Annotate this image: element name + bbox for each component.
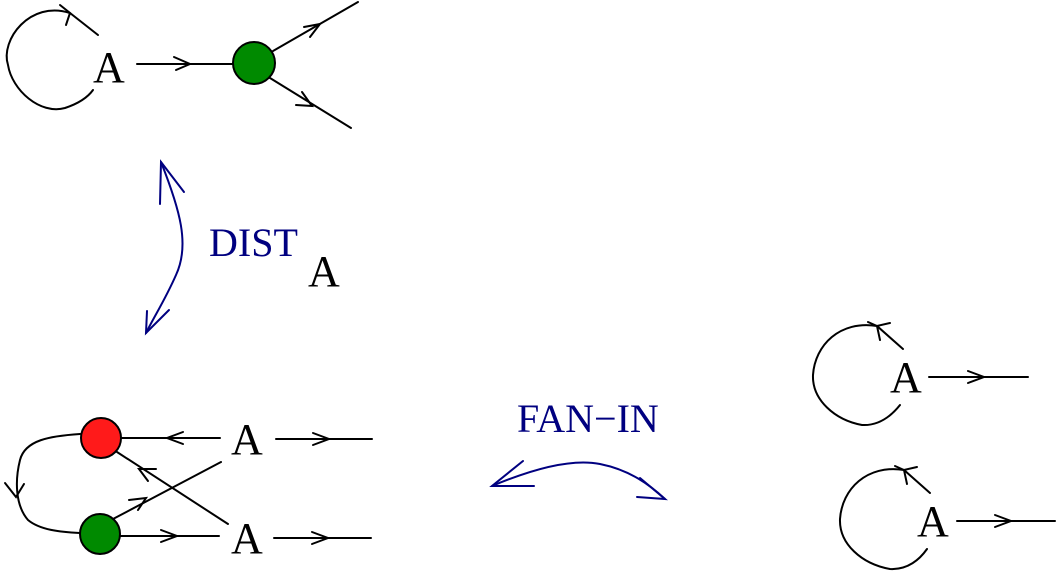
dist-subscript: A — [308, 247, 340, 296]
fanin-label: FAN−IN — [517, 396, 659, 441]
dist-operator: DIST A — [144, 159, 340, 336]
arrowhead-icon — [4, 482, 25, 499]
node-label-a-bottom: A — [231, 514, 263, 563]
edge-green-out-top — [272, 1, 359, 52]
arrowhead-icon — [128, 496, 149, 511]
node-label-a: A — [890, 353, 922, 402]
dist-double-arrow — [145, 161, 184, 334]
node-label-a: A — [917, 497, 949, 546]
arrowhead-icon — [137, 468, 157, 482]
arrowhead-icon — [303, 22, 323, 38]
arrowhead-icon — [994, 514, 1014, 528]
loop-red-to-green — [15, 433, 81, 534]
arrowhead-icon — [164, 431, 184, 445]
self-loop-edge — [5, 9, 99, 111]
node-label-a-top: A — [231, 415, 263, 464]
arrowhead-icon — [295, 91, 315, 108]
arrowhead-icon — [159, 159, 185, 205]
bottom-left-graph: A A — [4, 415, 373, 563]
arrowhead-icon — [967, 370, 987, 384]
arrowhead-icon — [160, 529, 180, 543]
arrowhead-icon — [489, 460, 535, 487]
fanin-double-arrow — [491, 461, 666, 500]
self-loop-edge — [838, 468, 931, 571]
arrowhead-icon — [144, 309, 170, 336]
arrowhead-icon — [636, 477, 669, 501]
arrowhead-icon — [59, 4, 72, 26]
self-loop-edge — [811, 324, 904, 427]
top-graph: A — [5, 1, 359, 129]
green-node — [232, 41, 276, 85]
red-node — [80, 417, 122, 459]
node-label-a: A — [93, 43, 125, 92]
dist-label: DIST — [209, 220, 298, 265]
right-graph-bottom: A — [838, 465, 1056, 571]
arrowhead-icon — [173, 56, 193, 71]
green-node — [79, 513, 121, 555]
edge-green-to-top-a — [112, 461, 222, 520]
fanin-operator: FAN−IN — [489, 396, 669, 501]
right-graph-top: A — [811, 321, 1029, 427]
arrowhead-icon — [312, 432, 332, 446]
arrowhead-icon — [867, 321, 891, 341]
arrowhead-icon — [894, 465, 918, 485]
arrowhead-icon — [311, 531, 331, 545]
